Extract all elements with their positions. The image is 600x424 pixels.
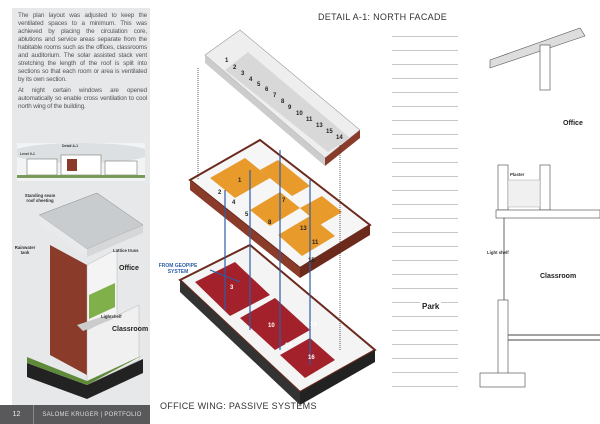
classroom-label: Classroom (112, 326, 149, 333)
room-number: 8 (268, 220, 272, 226)
geopipe-label: FROM GEOPIPE SYSTEM (158, 263, 198, 275)
facade-section-drawing (479, 27, 600, 388)
room-number: 4 (249, 77, 253, 83)
room-number: 1 (225, 58, 229, 64)
room-number: 1 (238, 178, 242, 184)
room-number: 15 (326, 129, 333, 135)
wall-section-model (27, 192, 144, 399)
footer-bar: 12 SALOME KRUGER | PORTFOLIO (0, 405, 150, 424)
room-number: 14 (336, 135, 343, 141)
annotation-column (392, 26, 458, 392)
room-number: 3 (230, 285, 234, 291)
page-number: 12 (0, 405, 34, 424)
room-number: 10 (296, 111, 303, 117)
room-number: 6 (265, 87, 269, 93)
room-number: 8 (281, 99, 285, 105)
room-number: 12 (285, 343, 292, 349)
room-number: 5 (245, 212, 249, 218)
truss-label: Lattice truss (113, 248, 139, 253)
intro-text: The plan layout was adjusted to keep the… (18, 12, 147, 114)
detail-office-label: Office (563, 120, 583, 127)
room-number: 14 (310, 322, 317, 328)
detail-title: DETAIL A-1: NORTH FACADE (318, 12, 448, 22)
room-number: 13 (316, 123, 323, 129)
axonometric-diagram (178, 29, 377, 405)
room-number: 7 (282, 198, 286, 204)
detail-classroom-label: Classroom (540, 273, 577, 280)
room-number: 15 (308, 258, 315, 264)
room-number: 3 (241, 71, 245, 77)
footer-text: SALOME KRUGER | PORTFOLIO (42, 411, 142, 418)
section-thumbnail (17, 143, 145, 181)
room-number: 9 (288, 105, 292, 111)
room-number: 5 (257, 82, 261, 88)
level-label: Level 0-1 (20, 152, 35, 156)
room-number: 2 (218, 190, 222, 196)
axo-title: OFFICE WING: PASSIVE SYSTEMS (160, 401, 317, 411)
lightshelf-detail-label: Light shelf (487, 250, 509, 255)
roof-label: Standing seam roof sheeting (24, 193, 56, 203)
office-label: Office (119, 265, 139, 272)
intro-paragraph: The plan layout was adjusted to keep the… (18, 12, 147, 83)
intro-paragraph: At night certain windows are opened auto… (18, 87, 147, 110)
room-number: 16 (308, 355, 315, 361)
room-number: 7 (273, 93, 277, 99)
room-number: 4 (232, 200, 236, 206)
lightshelf-label: Lightshelf (101, 314, 122, 319)
tank-label: Rainwater tank (14, 245, 36, 255)
room-number: 11 (312, 240, 319, 246)
room-number: 13 (300, 226, 307, 232)
detail-label: Detail A-1 (62, 144, 79, 148)
room-number: 10 (268, 323, 275, 329)
room-number: 2 (233, 65, 237, 71)
room-number: 11 (306, 117, 313, 123)
park-label: Park (420, 302, 442, 311)
plaster-label: Plaster (510, 172, 525, 177)
